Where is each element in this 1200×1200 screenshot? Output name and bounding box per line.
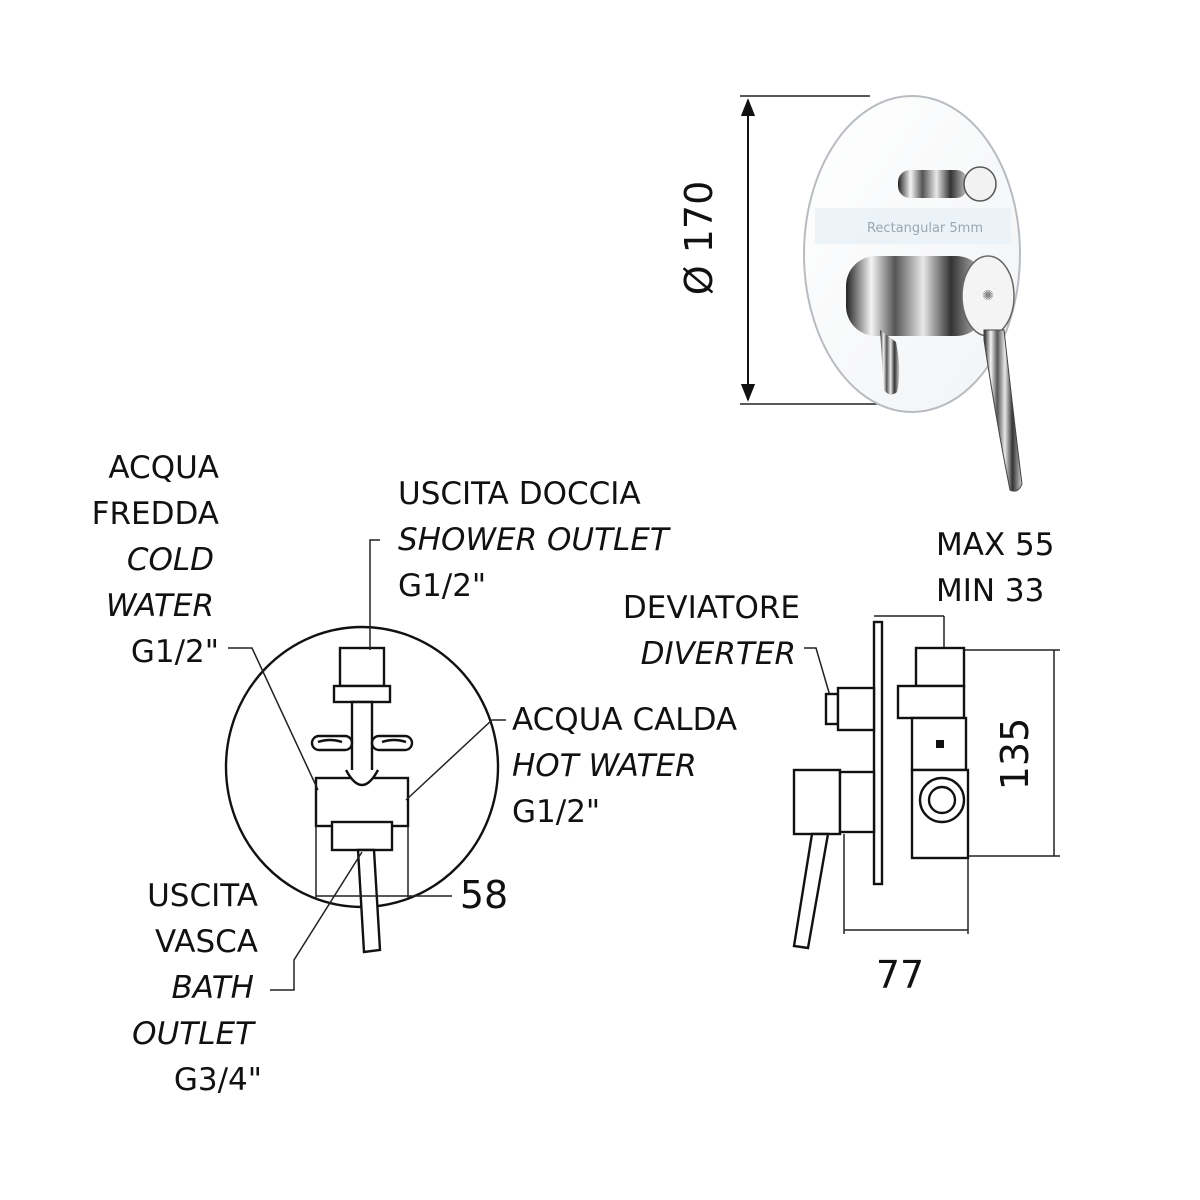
cold-label-en2: WATER (106, 588, 214, 624)
bath-label-en2: OUTLET (132, 1016, 256, 1052)
leader-bath (270, 851, 363, 991)
dim-77: 77 (876, 953, 924, 997)
product-photo: Ø 170 Rectangular 5mm ✺ (677, 95, 1023, 492)
diverter-label-it: DEVIATORE (623, 590, 800, 626)
leader-shower (369, 539, 380, 650)
valve-throat (344, 769, 380, 787)
bath-label-en: BATH (172, 970, 254, 1006)
max-depth-label: MAX 55 (936, 527, 1055, 563)
right-wing-slot (370, 734, 414, 752)
plate-label-text: Rectangular 5mm (867, 221, 983, 236)
shower-outlet-body (338, 646, 386, 688)
lever (983, 329, 1023, 492)
bath-label-it2: VASCA (155, 924, 258, 960)
shower-size: G1/2" (398, 568, 486, 604)
shower-label-en: SHOWER OUTLET (398, 522, 671, 558)
diameter-label: Ø 170 (677, 181, 721, 296)
cold-label-en: COLD (127, 542, 214, 578)
dim-135: 135 (993, 718, 1037, 791)
diverter-knob (898, 166, 997, 202)
side-handle-body (838, 770, 876, 834)
cold-label-it: ACQUA (108, 450, 219, 486)
side-plate (872, 620, 884, 886)
valve-stem (350, 700, 374, 782)
bath-outlet-body (330, 820, 394, 852)
left-wing-slot (310, 734, 354, 752)
min-depth-label: MIN 33 (936, 573, 1044, 609)
mixer-handle: ✺ (846, 255, 1015, 337)
dim-58: 58 (460, 873, 508, 917)
lever-left-ghost (880, 330, 900, 395)
leader-hot (405, 719, 506, 801)
valve-wings (317, 738, 407, 744)
front-view: 58 ACQUA FREDDA COLD WATER G1/2" USCITA … (92, 450, 738, 1098)
hot-label-it: ACQUA CALDA (512, 702, 737, 738)
leader-diverter (804, 647, 831, 697)
leader-cold (228, 647, 319, 791)
body-upper (896, 684, 966, 720)
lever-front (356, 848, 382, 954)
hot-label-en: HOT WATER (512, 748, 697, 784)
bath-size: G3/4" (174, 1062, 262, 1098)
bath-port-outer (918, 776, 966, 824)
bath-label-it: USCITA (147, 878, 258, 914)
body-top (914, 646, 966, 688)
cold-size: G1/2" (131, 634, 219, 670)
shower-outlet-collar (332, 684, 392, 704)
diverter-stem (836, 686, 876, 732)
side-view: MAX 55 MIN 33 DEVIATORE DIVERTER 135 (623, 527, 1060, 997)
brand-logo: ✺ (982, 288, 994, 304)
diverter-label-en: DIVERTER (641, 636, 796, 672)
bath-port-inner (927, 785, 957, 815)
side-handle-cap (792, 768, 842, 836)
side-lever (792, 832, 830, 950)
diverter-cap (824, 692, 840, 726)
cold-label-it2: FREDDA (92, 496, 219, 532)
plate-label-band (815, 208, 1011, 244)
hot-size: G1/2" (512, 794, 600, 830)
shower-label-it: USCITA DOCCIA (398, 476, 641, 512)
body-marker (936, 740, 944, 748)
